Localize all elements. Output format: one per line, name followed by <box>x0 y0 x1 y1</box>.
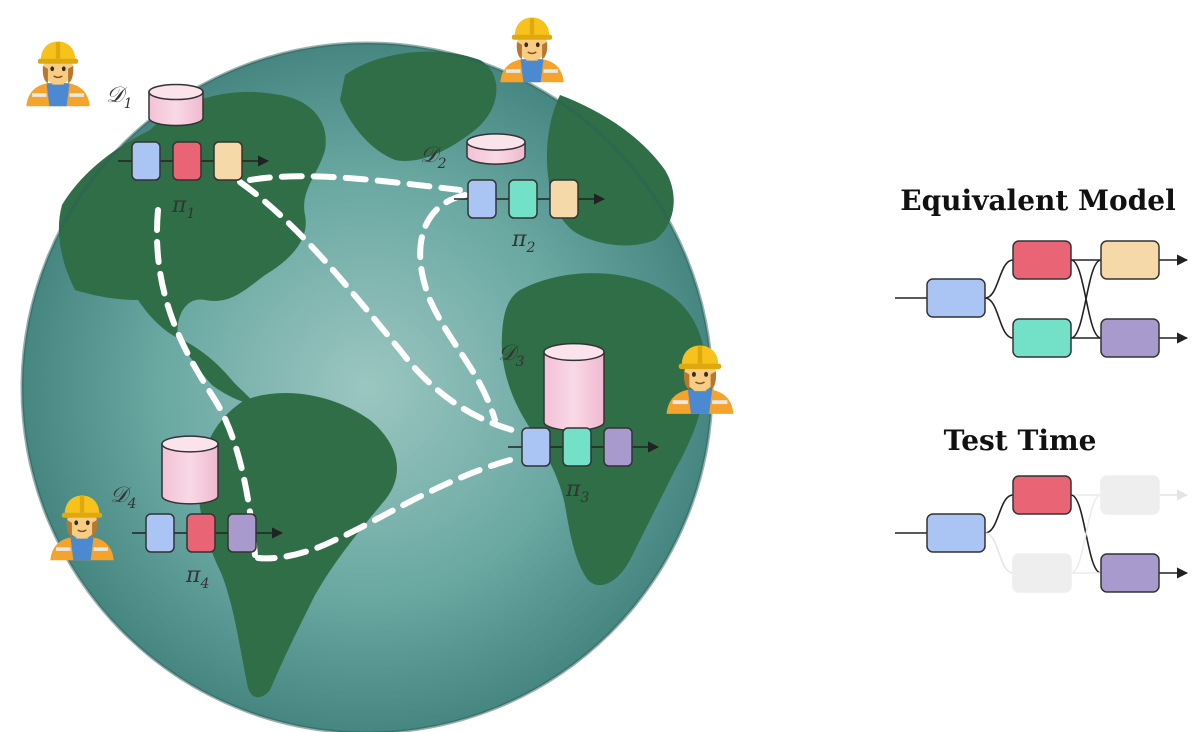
database-cylinder-icon <box>161 435 219 505</box>
module-block-teal <box>508 179 538 219</box>
middle-module-red <box>1012 475 1072 515</box>
output-module-disabled <box>1100 475 1160 515</box>
construction-worker-icon <box>500 17 564 83</box>
output-module-peach <box>1100 240 1160 280</box>
communication-links <box>154 173 523 562</box>
land-europe <box>546 95 674 246</box>
policy-label: π4 <box>185 563 209 592</box>
policy-label: π1 <box>171 193 195 222</box>
module-block-red <box>172 141 202 181</box>
link-2-3 <box>417 192 498 423</box>
equivalent-model-diagram <box>895 240 1189 358</box>
middle-module-teal <box>1012 318 1072 358</box>
module-block-peach <box>549 179 579 219</box>
site-4: 𝒟4 π4 <box>50 435 284 592</box>
module-block-blue <box>467 179 497 219</box>
database-cylinder-icon <box>543 342 605 432</box>
site-2: 𝒟2 π2 <box>420 17 606 256</box>
input-module-blue <box>926 513 986 553</box>
test-time-heading: Test Time <box>944 424 1097 457</box>
output-module-purple <box>1100 553 1160 593</box>
test-time-diagram <box>895 475 1189 593</box>
site-3: 𝒟3 π3 <box>498 341 734 506</box>
dataset-label: 𝒟4 <box>110 483 136 512</box>
module-block-blue <box>131 141 161 181</box>
middle-module-red <box>1012 240 1072 280</box>
module-chain <box>118 141 270 181</box>
module-chain <box>454 179 606 219</box>
module-block-blue <box>145 513 175 553</box>
module-block-peach <box>213 141 243 181</box>
dataset-label: 𝒟3 <box>498 341 525 370</box>
module-block-purple <box>603 427 633 467</box>
link-1-2 <box>247 173 463 193</box>
module-block-teal <box>562 427 592 467</box>
module-block-red <box>186 513 216 553</box>
equivalent-model-heading: Equivalent Model <box>900 184 1176 217</box>
policy-label: π2 <box>511 227 535 256</box>
module-block-purple <box>227 513 257 553</box>
edge-in-mid <box>984 259 1014 299</box>
site-1: 𝒟1 π1 <box>26 41 270 222</box>
construction-worker-icon <box>666 345 734 414</box>
edge-in-mid <box>984 532 1014 574</box>
edge-in-mid <box>984 297 1014 339</box>
construction-worker-icon <box>50 495 114 561</box>
database-cylinder-icon <box>148 83 204 127</box>
link-1-3 <box>237 179 523 435</box>
globe <box>20 41 714 732</box>
land-central-america <box>178 338 255 405</box>
land-north-america <box>58 91 326 338</box>
link-3-4 <box>255 457 513 562</box>
input-module-blue <box>926 278 986 318</box>
edge-mid-out <box>1070 259 1102 339</box>
dataset-label: 𝒟1 <box>106 83 132 112</box>
module-chain <box>508 427 660 467</box>
module-chain <box>132 513 284 553</box>
database-cylinder-icon <box>466 133 526 165</box>
construction-worker-icon <box>26 41 90 107</box>
output-module-purple <box>1100 318 1160 358</box>
link-1-4 <box>154 207 258 558</box>
dataset-label: 𝒟2 <box>420 143 447 172</box>
land-south-america <box>198 392 397 698</box>
module-block-blue <box>521 427 551 467</box>
edge-mid-out <box>1070 494 1102 574</box>
edge-in-mid <box>984 494 1014 534</box>
policy-label: π3 <box>565 477 589 506</box>
middle-module-disabled <box>1012 553 1072 593</box>
land-greenland <box>340 51 497 161</box>
